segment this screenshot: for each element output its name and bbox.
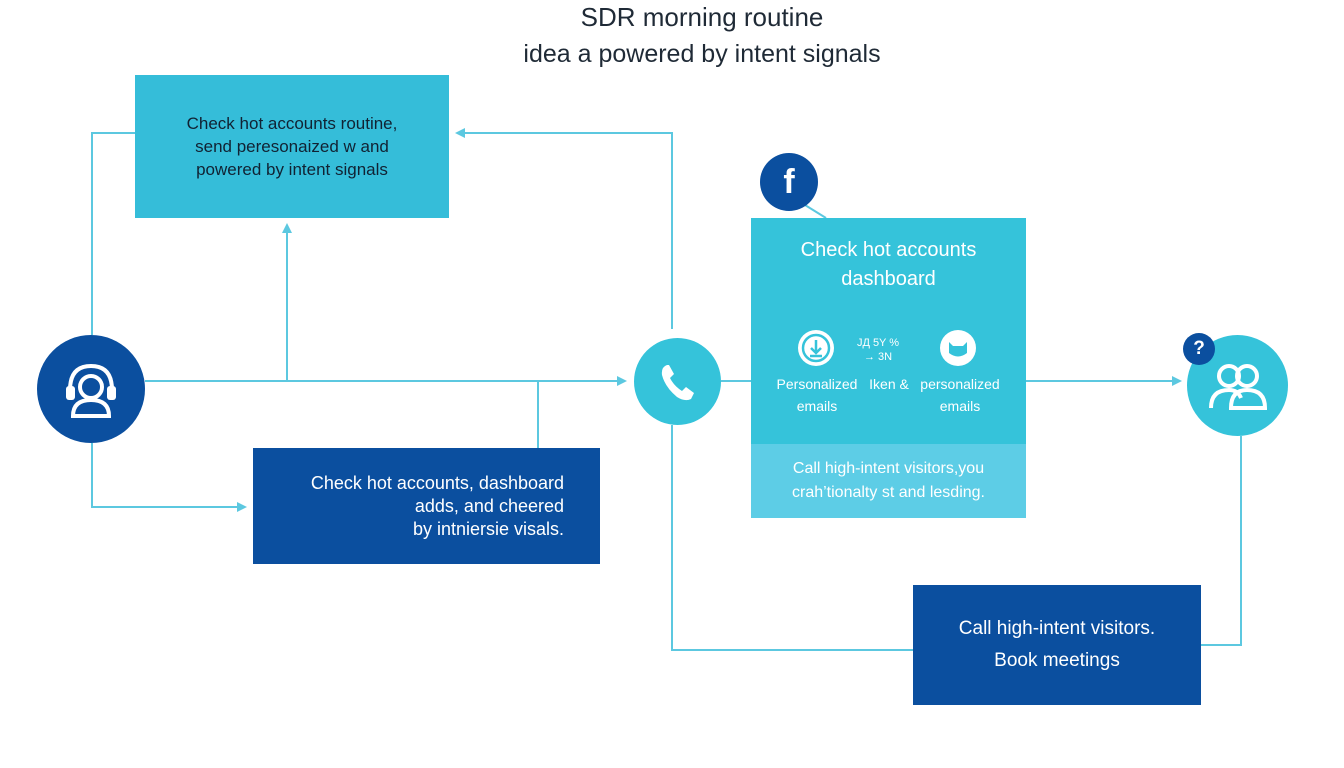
dashboard-stat-text: JД 5Y % → 3N bbox=[856, 337, 900, 363]
dashboard-panel-top: Check hot accounts dashboard JД 5Y % → 3… bbox=[751, 218, 1026, 444]
facebook-icon: f bbox=[760, 153, 818, 211]
book-meetings-line-2: Book meetings bbox=[994, 650, 1120, 671]
dashboard-label-emails-left: Personalized emails bbox=[776, 376, 858, 414]
connector-loop-to-box1 bbox=[455, 128, 673, 329]
people-icon bbox=[1187, 335, 1288, 436]
dashboard-label-middle: Iken & bbox=[869, 376, 909, 392]
connector-agent-to-box1 bbox=[91, 132, 135, 335]
connector-people-to-box3 bbox=[1201, 436, 1242, 646]
dashboard-box-bottom-left: Check hot accounts, dashboard adds, and … bbox=[253, 448, 600, 564]
phone-icon bbox=[634, 338, 721, 425]
download-icon bbox=[798, 330, 834, 366]
routine-box-top-line-3: powered by intent signals bbox=[196, 160, 388, 179]
connector-agent-to-box2 bbox=[91, 443, 247, 512]
book-meetings-line-1: Call high-intent visitors. bbox=[958, 618, 1156, 639]
dashboard-box-line-3: by intniersie visals. bbox=[412, 518, 564, 539]
dashboard-box-line-1: Check hot accounts, dashboard bbox=[310, 472, 564, 493]
dashboard-label-emails-right: personalized emails bbox=[920, 376, 1000, 414]
dashboard-panel-footer: Call high-intent visitors,you crah’tiona… bbox=[751, 444, 1026, 518]
connector-phone-down bbox=[671, 425, 913, 651]
diagram-subtitle: idea a powered by intent signals bbox=[523, 40, 881, 68]
question-mark-icon: ? bbox=[1183, 333, 1215, 365]
hot-accounts-dashboard-panel: Check hot accounts dashboard JД 5Y % → 3… bbox=[751, 218, 1026, 518]
routine-box-top: Check hot accounts routine, send pereson… bbox=[135, 75, 449, 218]
headset-agent-icon bbox=[37, 335, 145, 443]
routine-box-top-line-2: send peresonaized w and bbox=[195, 137, 389, 156]
book-meetings-box: Call high-intent visitors. Book meetings bbox=[913, 585, 1201, 705]
dashboard-panel-title: Check hot accounts dashboard bbox=[800, 239, 977, 290]
diagram-title: SDR morning routine bbox=[580, 2, 824, 32]
cat-icon bbox=[940, 330, 976, 366]
dashboard-box-line-2: adds, and cheered bbox=[414, 495, 564, 516]
connector-fb-pointer bbox=[804, 204, 827, 219]
routine-box-top-line-1: Check hot accounts routine, bbox=[186, 114, 398, 133]
